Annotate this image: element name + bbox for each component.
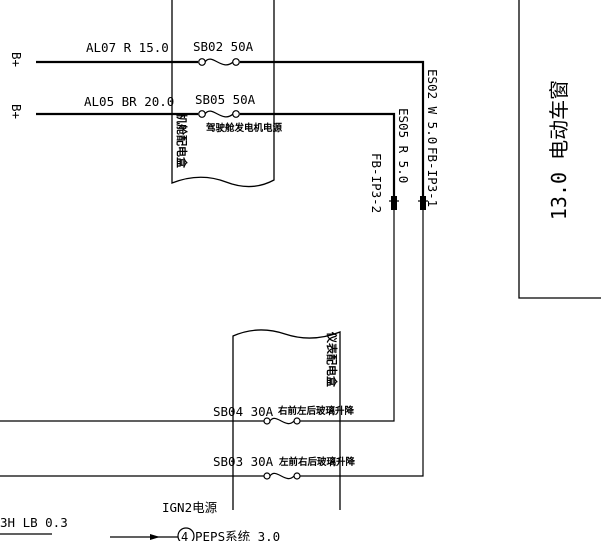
ign2-label: IGN2电源 bbox=[162, 500, 218, 515]
fuse-label-sb02: SB02 50A bbox=[193, 39, 254, 54]
engine-fuse-box: 机舱配电盒 bbox=[171, 0, 275, 188]
connector-fb-ip3-2 bbox=[389, 196, 399, 210]
fuse-sb04: SB04 30A 右前左后玻璃升降 bbox=[0, 404, 355, 425]
b-plus-label-bottom: B+ bbox=[9, 104, 24, 119]
engine-box-label: 机舱配电盒 bbox=[175, 113, 189, 169]
wire-label-fb-ip3-2: FB-IP3-2 bbox=[369, 153, 384, 213]
fuse-sb03: SB03 30A 左前右后玻璃升降 bbox=[0, 454, 356, 480]
fuse-desc-sb05: 驾驶舱发电机电源 bbox=[206, 122, 283, 134]
title-block-label: 13.0 电动车窗 bbox=[547, 80, 571, 220]
wire-label-bottom-left: 3H LB 0.3 bbox=[0, 515, 68, 530]
wire-label-fb-ip3-1: FB-IP3-1 bbox=[425, 147, 440, 207]
fuse-desc-sb04: 右前左后玻璃升降 bbox=[277, 405, 355, 417]
wire-label-es02: ES02 W 5.0 bbox=[425, 69, 440, 144]
connector-fb-ip3-1 bbox=[418, 196, 428, 210]
fuse-desc-sb03: 左前右后玻璃升降 bbox=[278, 456, 356, 468]
fuse-label-sb05: SB05 50A bbox=[195, 92, 256, 107]
fuse-label-sb03: SB03 30A bbox=[213, 454, 274, 469]
b-plus-label-top: B+ bbox=[9, 52, 24, 67]
wire-b-plus-sb05: B+ AL05 BR 20.0 bbox=[9, 94, 396, 196]
wire-down-ip3-2 bbox=[300, 210, 395, 422]
wire-b-plus-sb02: B+ AL07 R 15.0 bbox=[9, 40, 425, 196]
instrument-box-label: 仪表配电盒 bbox=[325, 331, 339, 388]
connector-number: 4 bbox=[181, 530, 188, 541]
wire-down-ip3-1 bbox=[300, 210, 424, 477]
wire-label-es05: ES05 R 5.0 bbox=[396, 108, 411, 183]
wire-label-peps: PEPS系统 3.0 bbox=[195, 529, 280, 541]
fuse-sb05: SB05 50A 驾驶舱发电机电源 bbox=[195, 92, 283, 134]
fuse-label-sb04: SB04 30A bbox=[213, 404, 274, 419]
fuse-sb02: SB02 50A bbox=[193, 39, 254, 66]
ign2-section: IGN2电源 3H LB 0.3 4 PEPS系统 3.0 bbox=[0, 500, 280, 541]
title-block: 13.0 电动车窗 bbox=[518, 0, 601, 299]
connector-circle-4 bbox=[177, 527, 195, 541]
wire-label-al05: AL05 BR 20.0 bbox=[84, 94, 174, 109]
instrument-fuse-box: 仪表配电盒 bbox=[232, 329, 341, 510]
wire-label-al07: AL07 R 15.0 bbox=[86, 40, 169, 55]
